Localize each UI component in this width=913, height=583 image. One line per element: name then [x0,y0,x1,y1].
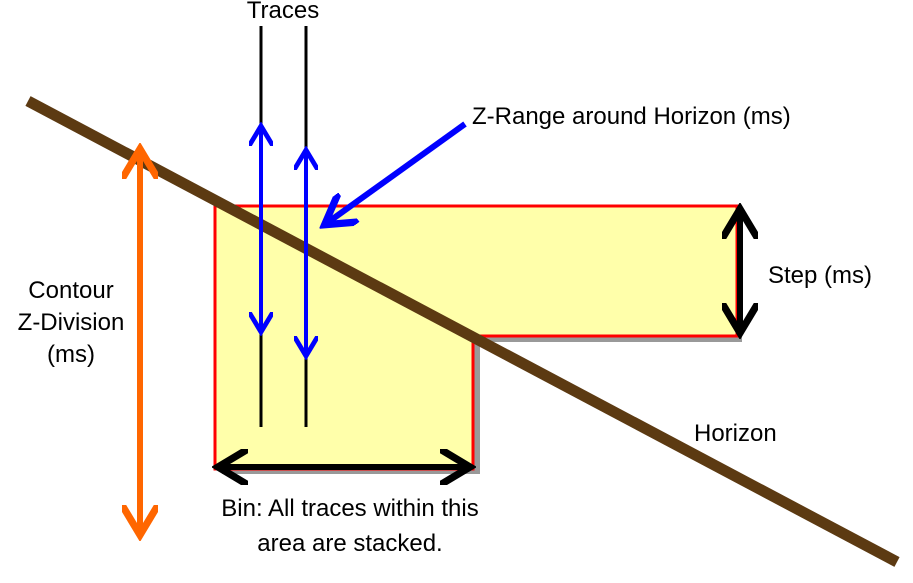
horizon-label: Horizon [694,420,777,447]
z-range-pointer-arrow [327,121,467,223]
bin-label-line-1: Bin: All traces within this [221,495,478,522]
contour-label-line-2: Z-Division [18,309,125,336]
contour-label-line-1: Contour [28,277,113,304]
horizon-line [25,96,900,567]
step-label: Step (ms) [768,262,872,289]
traces-label: Traces [247,0,319,24]
z-range-label: Z-Range around Horizon (ms) [472,103,791,130]
contour-label-line-3: (ms) [47,341,95,368]
bin-label-line-2: area are stacked. [257,530,442,557]
